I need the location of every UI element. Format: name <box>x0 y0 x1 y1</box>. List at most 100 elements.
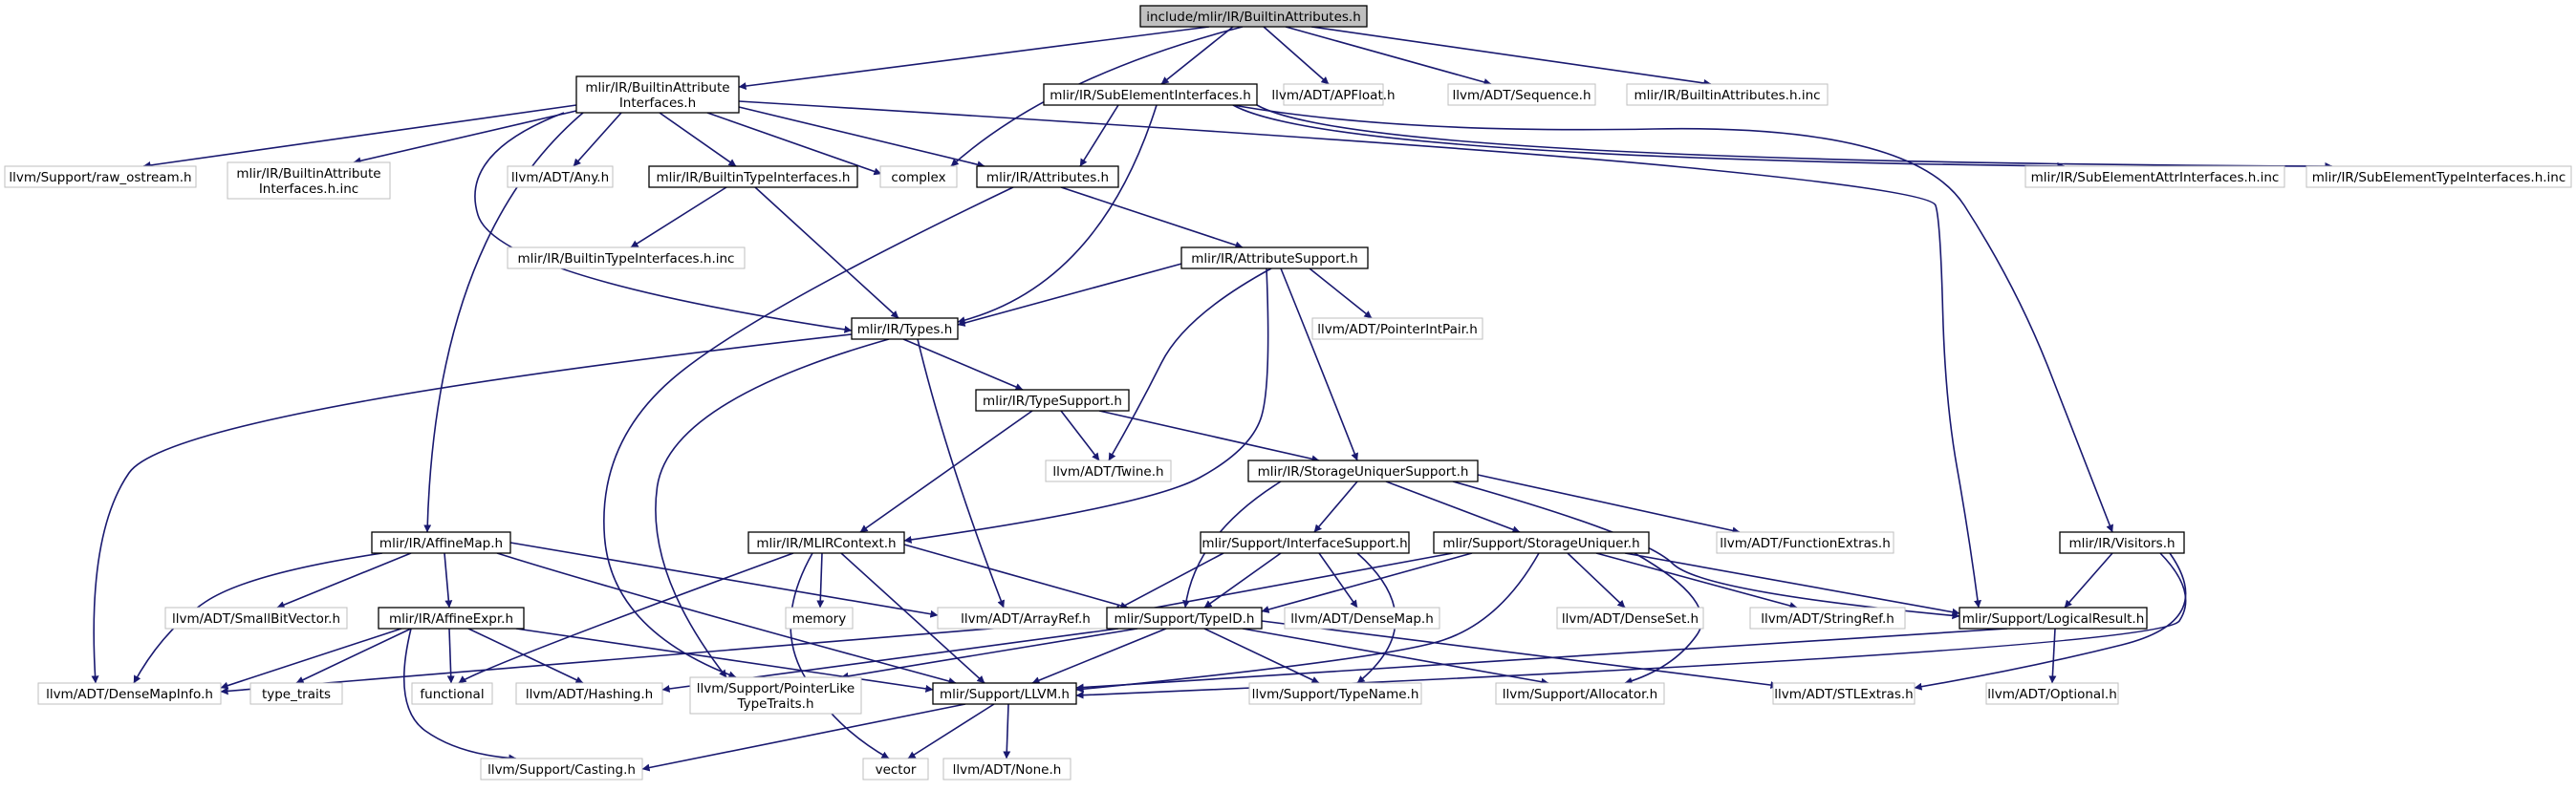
node-vector: vector <box>862 758 929 780</box>
edge-root-to-sei <box>1160 26 1234 85</box>
node-stringref-label-0: llvm/ADT/StringRef.h <box>1761 611 1894 627</box>
node-typetraits-label-0: type_traits <box>262 687 331 702</box>
edge-biai-to-logicalresult <box>738 100 1981 609</box>
node-complex: complex <box>879 165 958 188</box>
edge-biai-to-affinemap <box>423 112 584 533</box>
node-smallbitvector: llvm/ADT/SmallBitVector.h <box>164 607 348 630</box>
node-stringref-box <box>1749 607 1906 630</box>
edge-affineexpr-to-llvmh <box>515 628 934 693</box>
edge-mlircontext-to-typeid <box>903 544 1129 609</box>
node-biai-box <box>575 75 740 114</box>
node-sei[interactable]: mlir/IR/SubElementInterfaces.h <box>1043 83 1258 106</box>
edge-biai-to-rawostream <box>142 104 577 169</box>
node-storageuniquer-label-0: mlir/Support/StorageUniquer.h <box>1442 536 1639 551</box>
edge-attrsupport-to-twine <box>1108 267 1272 461</box>
node-sequence: llvm/ADT/Sequence.h <box>1447 83 1596 106</box>
node-sei-label-0: mlir/IR/SubElementInterfaces.h <box>1050 88 1251 103</box>
node-logicalresult-label-0: mlir/Support/LogicalResult.h <box>1962 611 2145 627</box>
node-densemapinfo-label-0: llvm/ADT/DenseMapInfo.h <box>46 687 213 702</box>
node-none-label-0: llvm/ADT/None.h <box>953 762 1062 778</box>
node-attrsupport[interactable]: mlir/IR/AttributeSupport.h <box>1180 246 1369 269</box>
edge-sei-to-visitors <box>1232 104 2113 533</box>
node-rawostream: llvm/Support/raw_ostream.h <box>4 165 197 188</box>
node-btiinc: mlir/IR/BuiltinTypeInterfaces.h.inc <box>507 246 746 269</box>
node-memory-label-0: memory <box>792 611 846 627</box>
node-typeid-label-0: mlir/Support/TypeID.h <box>1115 611 1255 627</box>
node-biaiinc-box <box>227 161 391 200</box>
node-sus-label-0: mlir/IR/StorageUniquerSupport.h <box>1258 464 1469 480</box>
edge-affinemap-to-smallbitvector <box>276 552 412 609</box>
node-root-box <box>1139 5 1368 28</box>
node-densemapinfo: llvm/ADT/DenseMapInfo.h <box>37 682 222 705</box>
node-memory: memory <box>785 607 854 630</box>
edge-types-to-arrayref <box>917 338 1006 609</box>
edge-root-to-biainc <box>1310 26 1712 87</box>
node-interfacesupport[interactable]: mlir/Support/InterfaceSupport.h <box>1200 531 1410 554</box>
edge-storageuniquer-to-arrayref <box>1113 552 1454 618</box>
node-visitors-box <box>2059 531 2185 554</box>
node-attributes-label-0: mlir/IR/Attributes.h <box>986 170 1109 185</box>
edge-storageuniquer-to-stringref <box>1595 552 1798 609</box>
node-hashing: llvm/ADT/Hashing.h <box>515 682 663 705</box>
node-sus[interactable]: mlir/IR/StorageUniquerSupport.h <box>1247 460 1479 482</box>
node-attributes[interactable]: mlir/IR/Attributes.h <box>976 165 1119 188</box>
edge-mlircontext-to-vector <box>790 552 890 759</box>
node-pointerintpair-label-0: llvm/ADT/PointerIntPair.h <box>1317 322 1478 337</box>
node-storageuniquer-box <box>1433 531 1650 554</box>
node-logicalresult-box <box>1959 607 2148 630</box>
node-functionextras-box <box>1716 531 1894 554</box>
edge-storageuniquer-to-logicalresult <box>1624 552 1960 616</box>
node-typeid[interactable]: mlir/Support/TypeID.h <box>1106 607 1263 630</box>
node-logicalresult[interactable]: mlir/Support/LogicalResult.h <box>1959 607 2148 630</box>
node-affineexpr-label-0: mlir/IR/AffineExpr.h <box>389 611 513 627</box>
node-typesupport-label-0: mlir/IR/TypeSupport.h <box>983 394 1122 409</box>
node-root[interactable]: include/mlir/IR/BuiltinAttributes.h <box>1139 5 1368 28</box>
node-allocator-label-0: llvm/Support/Allocator.h <box>1503 687 1658 702</box>
edge-mlircontext-to-llvmh <box>840 552 985 684</box>
node-visitors[interactable]: mlir/IR/Visitors.h <box>2059 531 2185 554</box>
edge-typeid-to-stlextras <box>1261 620 1779 690</box>
node-sequence-box <box>1447 83 1596 106</box>
node-llvmh[interactable]: mlir/Support/LLVM.h <box>932 682 1077 705</box>
edge-typesupport-to-mlircontext <box>859 410 1033 533</box>
edge-biai-to-any <box>573 112 622 167</box>
node-typesupport-box <box>975 389 1130 412</box>
edge-mlircontext-to-functional <box>458 552 794 684</box>
edge-biai-to-types <box>474 112 853 333</box>
node-interfacesupport-box <box>1200 531 1410 554</box>
node-root-label-0: include/mlir/IR/BuiltinAttributes.h <box>1146 10 1361 25</box>
node-apfloat-label-0: llvm/ADT/APFloat.h <box>1271 88 1395 103</box>
node-typesupport[interactable]: mlir/IR/TypeSupport.h <box>975 389 1130 412</box>
node-affinemap-label-0: mlir/IR/AffineMap.h <box>379 536 503 551</box>
node-bti[interactable]: mlir/IR/BuiltinTypeInterfaces.h <box>648 165 858 188</box>
node-optional: llvm/ADT/Optional.h <box>1985 682 2119 705</box>
node-complex-label-0: complex <box>891 170 945 185</box>
edge-biai-to-complex <box>706 112 882 176</box>
node-interfacesupport-label-0: mlir/Support/InterfaceSupport.h <box>1201 536 1407 551</box>
node-sequence-label-0: llvm/ADT/Sequence.h <box>1452 88 1591 103</box>
edge-attrsupport-to-types <box>957 262 1186 327</box>
node-types[interactable]: mlir/IR/Types.h <box>851 317 959 340</box>
edge-logicalresult-to-llvmh <box>1075 628 2008 692</box>
node-typename: llvm/Support/TypeName.h <box>1248 682 1422 705</box>
node-setypeinc-label-0: mlir/IR/SubElementTypeInterfaces.h.inc <box>2312 170 2566 185</box>
edge-storageuniquer-to-allocator <box>1624 552 1703 685</box>
edge-affinemap-to-llvmh <box>496 552 957 685</box>
node-mlircontext[interactable]: mlir/IR/MLIRContext.h <box>747 531 905 554</box>
node-casting-box <box>480 758 643 780</box>
node-none-box <box>942 758 1072 780</box>
node-typename-label-0: llvm/Support/TypeName.h <box>1252 687 1419 702</box>
node-visitors-label-0: mlir/IR/Visitors.h <box>2068 536 2175 551</box>
node-arrayref: llvm/ADT/ArrayRef.h <box>937 607 1115 630</box>
header-nodes: include/mlir/IR/BuiltinAttributes.h mlir/… <box>4 5 2572 780</box>
node-affineexpr[interactable]: mlir/IR/AffineExpr.h <box>378 607 525 630</box>
edge-storageuniquer-to-denseset <box>1567 552 1626 609</box>
node-affinemap[interactable]: mlir/IR/AffineMap.h <box>371 531 511 554</box>
node-vector-label-0: vector <box>876 762 917 778</box>
node-biai-label-0: mlir/IR/BuiltinAttribute <box>585 80 729 96</box>
node-storageuniquer[interactable]: mlir/Support/StorageUniquer.h <box>1433 531 1650 554</box>
node-btiinc-label-0: mlir/IR/BuiltinTypeInterfaces.h.inc <box>518 251 735 267</box>
node-apfloat-box <box>1283 83 1384 106</box>
